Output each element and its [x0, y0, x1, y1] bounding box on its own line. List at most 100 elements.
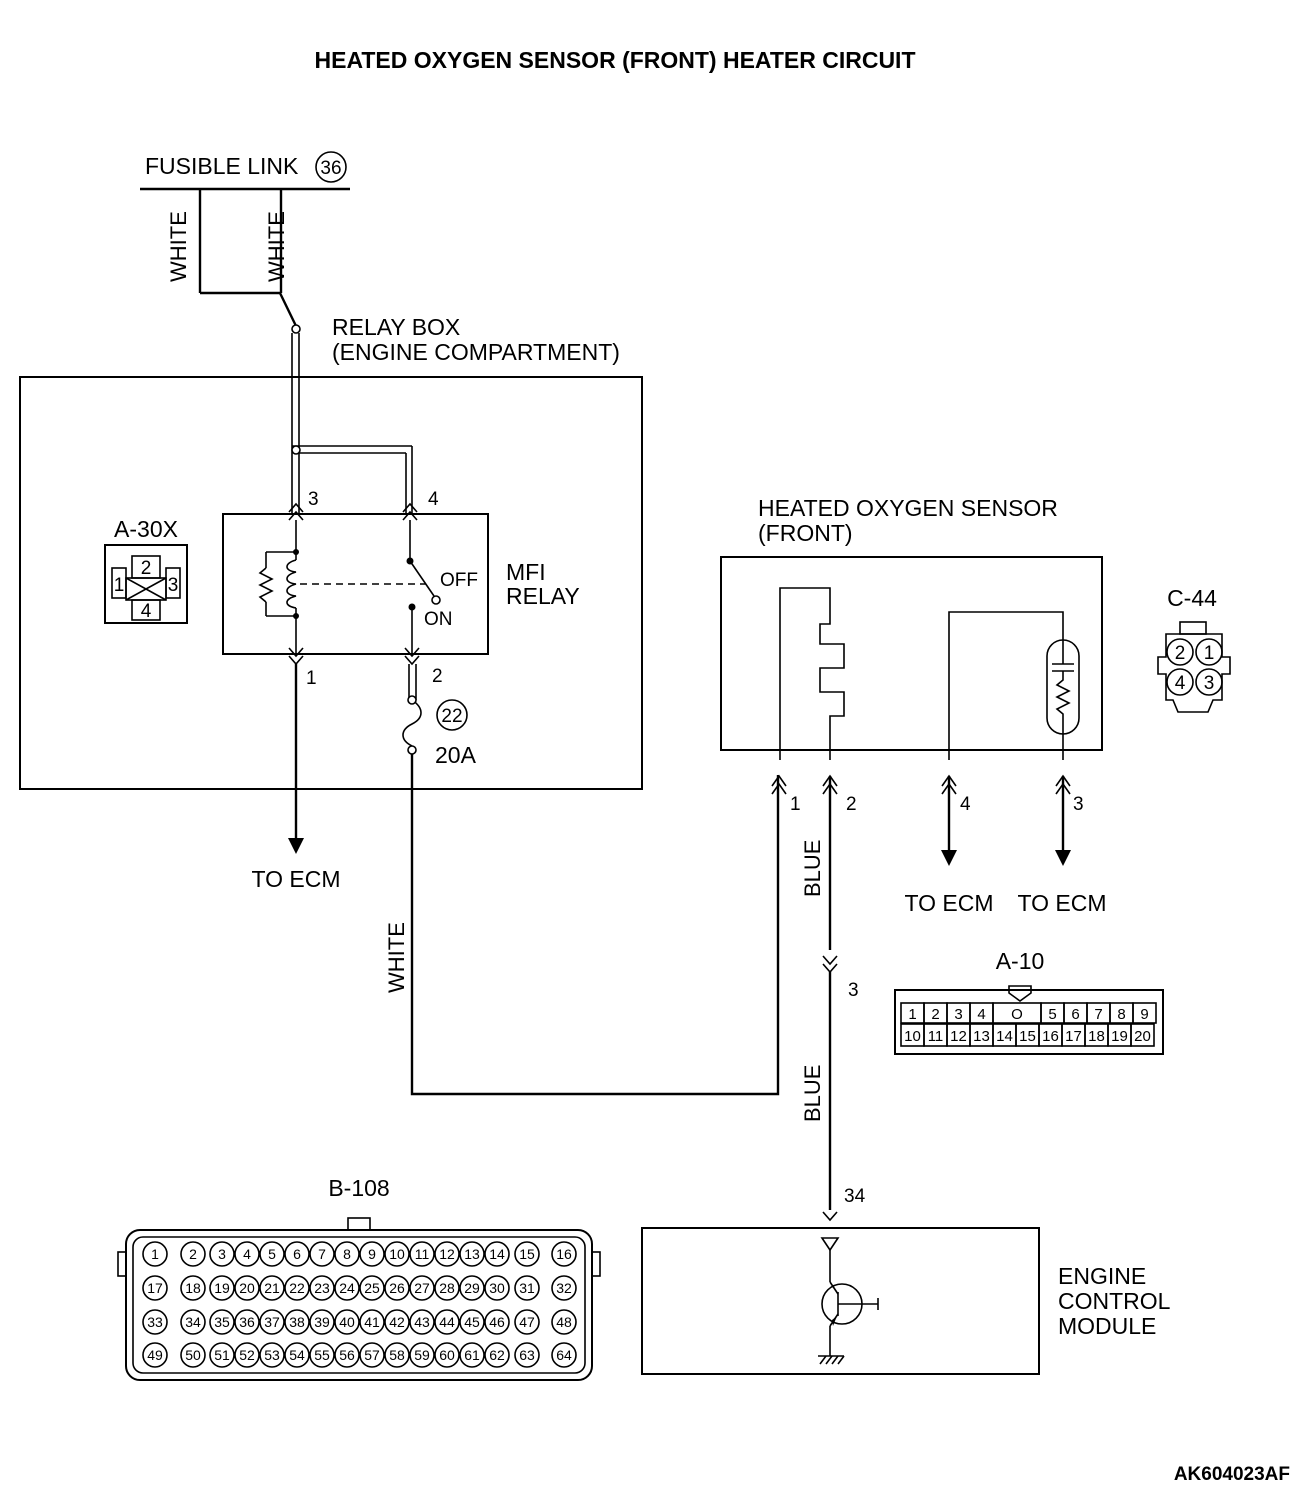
- b108-pin: 9: [368, 1246, 376, 1262]
- connector-a10-name: A-10: [996, 948, 1045, 974]
- b108-pin: 1: [151, 1246, 159, 1262]
- a10-pin: 3: [954, 1006, 962, 1023]
- fuse-number: 22: [441, 706, 462, 727]
- sensor-pin-1: 1: [790, 794, 801, 815]
- fuse-rating: 20A: [435, 742, 477, 768]
- b108-pin: 2: [189, 1246, 197, 1262]
- b108-pin: 22: [289, 1280, 305, 1296]
- b108-pin: 50: [185, 1347, 201, 1363]
- sensor-pin-2: 2: [846, 794, 857, 815]
- a10-pin: 7: [1094, 1006, 1102, 1023]
- b108-pin: 23: [314, 1280, 330, 1296]
- a10-pin: O: [1011, 1006, 1023, 1023]
- a10-pin: 15: [1019, 1028, 1036, 1045]
- a10-pin: 11: [928, 1028, 944, 1045]
- b108-pin: 30: [489, 1280, 505, 1296]
- b108-pin: 41: [364, 1314, 380, 1330]
- a10-pin: 19: [1111, 1028, 1128, 1045]
- b108-pin: 36: [239, 1314, 255, 1330]
- b108-pin: 55: [314, 1347, 330, 1363]
- relay-off-label: OFF: [440, 570, 478, 591]
- b108-pin: 47: [519, 1314, 535, 1330]
- a10-pin: 14: [996, 1028, 1013, 1045]
- diagram-title: HEATED OXYGEN SENSOR (FRONT) HEATER CIRC…: [315, 47, 916, 73]
- engine-control-module: ENGINE CONTROL MODULE: [641, 1227, 1171, 1375]
- b108-pin: 24: [339, 1280, 355, 1296]
- a10-pin: 6: [1071, 1006, 1079, 1023]
- a10-pin: 16: [1042, 1028, 1059, 1045]
- b108-pin: 53: [264, 1347, 280, 1363]
- b108-pin: 37: [264, 1314, 280, 1330]
- b108-pin: 27: [414, 1280, 430, 1296]
- b108-pin: 44: [439, 1314, 455, 1330]
- fusible-link-label: FUSIBLE LINK: [145, 153, 299, 179]
- b108-pin: 11: [415, 1246, 430, 1262]
- c44-pin-2: 2: [1175, 643, 1186, 664]
- b108-pin: 52: [239, 1347, 255, 1363]
- b108-pin: 58: [389, 1347, 405, 1363]
- b108-pin: 12: [439, 1246, 455, 1262]
- b108-pin: 62: [489, 1347, 505, 1363]
- ecm-label-2: CONTROL: [1058, 1288, 1171, 1314]
- a30x-pin-3: 3: [168, 575, 179, 596]
- b108-pin: 45: [464, 1314, 480, 1330]
- heated-oxygen-sensor: HEATED OXYGEN SENSOR (FRONT) 1 2 4 3: [720, 495, 1103, 815]
- b108-pin: 32: [556, 1280, 572, 1296]
- b108-pin: 3: [218, 1246, 226, 1262]
- b108-pin: 34: [185, 1314, 201, 1330]
- to-ecm-label-3: TO ECM: [1017, 890, 1106, 916]
- sensor-label-2: (FRONT): [758, 520, 853, 546]
- a10-pin: 12: [950, 1028, 967, 1045]
- b108-pin: 26: [389, 1280, 405, 1296]
- sensor-to-ecm-wires: TO ECM TO ECM: [904, 776, 1107, 916]
- a10-pin: 9: [1140, 1006, 1148, 1023]
- b108-pin: 17: [147, 1280, 163, 1296]
- a10-pin: 17: [1065, 1028, 1082, 1045]
- connector-a30x: A-30X 1 2 3 4: [104, 516, 188, 624]
- connector-a30x-name: A-30X: [114, 516, 178, 542]
- relay-on-label: ON: [424, 609, 453, 630]
- a10-pin: 4: [977, 1006, 985, 1023]
- fusible-link-number-circle: [315, 151, 347, 183]
- a10-pin: 1: [908, 1006, 916, 1023]
- sensor-label-1: HEATED OXYGEN SENSOR: [758, 495, 1058, 521]
- relay-pin-1: 1: [306, 668, 317, 689]
- b108-pin: 29: [464, 1280, 480, 1296]
- b108-pin: 63: [519, 1347, 535, 1363]
- wire-color-white-3: WHITE: [384, 922, 409, 993]
- relay-box: RELAY BOX (ENGINE COMPARTMENT): [19, 314, 643, 790]
- mfi-relay-label-2: RELAY: [506, 583, 580, 609]
- b108-pin: 10: [389, 1246, 405, 1262]
- relay-pin1-wire: TO ECM: [251, 664, 341, 892]
- b108-pin: 39: [314, 1314, 330, 1330]
- b108-pin: 15: [519, 1246, 535, 1262]
- b108-pin: 25: [364, 1280, 380, 1296]
- relay-pin-4: 4: [428, 489, 439, 510]
- c44-pin-4: 4: [1175, 673, 1186, 694]
- relay-box-label-2: (ENGINE COMPARTMENT): [332, 339, 620, 365]
- b108-pin: 43: [414, 1314, 430, 1330]
- a10-pin: 8: [1117, 1006, 1125, 1023]
- b108-pin: 59: [414, 1347, 430, 1363]
- c44-pin-3: 3: [1204, 673, 1215, 694]
- b108-pin: 46: [489, 1314, 505, 1330]
- connector-c44: C-44 2 1 4 3: [1157, 585, 1231, 713]
- b108-pin: 6: [293, 1246, 301, 1262]
- b108-pin: 57: [364, 1347, 380, 1363]
- b108-pin: 64: [556, 1347, 572, 1363]
- mfi-relay-label-1: MFI: [506, 559, 546, 585]
- b108-pin: 54: [289, 1347, 305, 1363]
- b108-pin: 7: [318, 1246, 326, 1262]
- a30x-pin-1: 1: [114, 575, 125, 596]
- fuse-22: 22 20A: [402, 664, 477, 768]
- a30x-pin-4: 4: [141, 601, 152, 622]
- b108-pin: 5: [268, 1246, 276, 1262]
- wire-color-white-1: WHITE: [166, 211, 191, 282]
- b108-pin: 18: [185, 1280, 201, 1296]
- white-wire-fuse-to-sensor: WHITE: [384, 754, 780, 1096]
- white-wires-top: WHITE WHITE: [166, 189, 301, 334]
- b108-pin: 31: [519, 1280, 535, 1296]
- b108-pin: 38: [289, 1314, 305, 1330]
